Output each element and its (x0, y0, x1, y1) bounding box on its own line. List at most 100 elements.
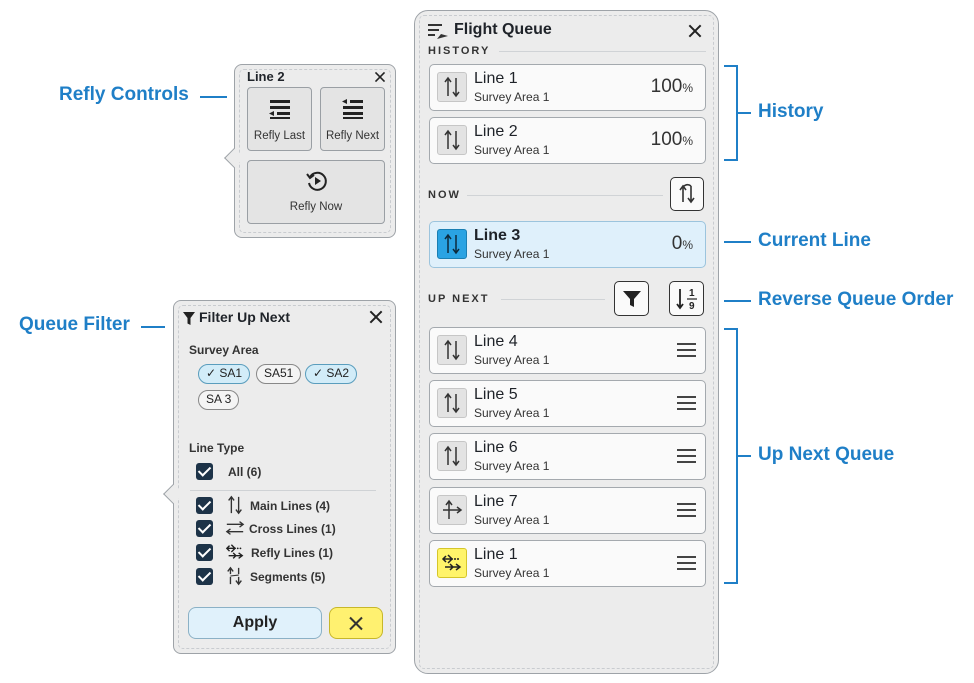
survey-area-label: Survey Area (189, 343, 259, 357)
callout-leader (200, 96, 227, 98)
filter-panel-title: Filter Up Next (199, 309, 291, 325)
drag-handle-icon[interactable] (677, 449, 696, 463)
cancel-button[interactable] (329, 607, 383, 639)
close-icon[interactable] (367, 308, 385, 326)
chip-sa2[interactable]: ✓ SA2 (305, 364, 358, 384)
row-subtitle: Survey Area 1 (474, 353, 550, 367)
svg-text:9: 9 (689, 301, 695, 312)
main-line-icon (437, 441, 467, 471)
refly-now-button[interactable]: Refly Now (247, 160, 385, 224)
callout-leader (738, 455, 751, 457)
callout-queue-filter: Queue Filter (19, 314, 130, 335)
main-line-icon (437, 335, 467, 365)
history-row[interactable]: Line 1 Survey Area 1 100% (429, 64, 706, 111)
up-next-row[interactable]: Line 5 Survey Area 1 (429, 380, 706, 427)
popover-pointer (163, 484, 183, 504)
checkbox-segments[interactable] (196, 568, 213, 585)
checkbox-all-label: All (6) (228, 465, 262, 479)
flight-queue-icon (428, 24, 448, 39)
up-next-bracket (724, 328, 738, 584)
row-subtitle: Survey Area 1 (474, 90, 550, 104)
refly-last-button[interactable]: Refly Last (247, 87, 312, 151)
flight-queue-panel: Flight Queue HISTORY Line 1 Survey Area … (414, 10, 719, 674)
up-next-row[interactable]: Line 6 Survey Area 1 (429, 433, 706, 480)
history-bracket (724, 65, 738, 161)
callout-leader (738, 112, 751, 114)
filter-icon (622, 290, 641, 307)
refly-last-icon (269, 100, 290, 119)
chip-sa3[interactable]: SA 3 (198, 390, 240, 410)
chip-sa1[interactable]: ✓ SA1 (198, 364, 251, 384)
section-now: NOW (428, 189, 461, 201)
main-line-icon (437, 388, 467, 418)
refly-next-label: Refly Next (325, 130, 380, 142)
chip-sa51[interactable]: SA51 (256, 364, 302, 384)
main-line-icon (437, 229, 467, 259)
cross-line-icon (225, 521, 245, 535)
reverse-direction-button[interactable] (670, 177, 704, 211)
reverse-direction-icon (679, 183, 695, 204)
reverse-queue-order-button[interactable]: 1 9 (669, 281, 704, 316)
svg-text:1: 1 (689, 288, 695, 299)
row-title: Line 3 (474, 227, 521, 244)
callout-up-next-queue: Up Next Queue (758, 444, 895, 465)
checkbox-main-lines[interactable] (196, 497, 213, 514)
row-title: Line 2 (474, 123, 518, 140)
refly-line-icon (225, 544, 244, 559)
filter-button[interactable] (614, 281, 649, 316)
refly-next-button[interactable]: Refly Next (320, 87, 385, 151)
row-title: Line 4 (474, 333, 518, 350)
row-title: Line 1 (474, 70, 518, 87)
apply-button[interactable]: Apply (188, 607, 322, 639)
current-line-row[interactable]: Line 3 Survey Area 1 0% (429, 221, 706, 268)
line-type-label: Line Type (189, 441, 245, 455)
row-subtitle: Survey Area 1 (474, 247, 550, 261)
callout-reverse-queue-order: Reverse Queue Order (758, 289, 954, 310)
drag-handle-icon[interactable] (677, 503, 696, 517)
refly-line-icon (437, 548, 467, 578)
row-title: Line 1 (474, 546, 518, 563)
refly-last-label: Refly Last (253, 130, 306, 142)
divider (467, 195, 663, 196)
refly-now-label: Refly Now (289, 201, 343, 213)
refly-controls-panel: Line 2 Refly Last Refly Next Refly Now (224, 64, 396, 238)
drag-handle-icon[interactable] (677, 343, 696, 357)
checkbox-cross-lines[interactable] (196, 520, 213, 537)
main-line-icon (437, 125, 467, 155)
segments-label: Segments (5) (250, 570, 326, 584)
refly-panel-title: Line 2 (247, 69, 285, 84)
checkbox-all[interactable] (196, 463, 213, 480)
cross-lines-label: Cross Lines (1) (249, 522, 336, 536)
callout-history: History (758, 101, 824, 122)
progress-percent: 0% (671, 233, 693, 254)
cross-line-icon (437, 495, 467, 525)
close-icon[interactable] (373, 70, 387, 84)
section-history: HISTORY (428, 45, 491, 57)
close-icon[interactable] (686, 22, 704, 40)
drag-handle-icon[interactable] (677, 396, 696, 410)
checkbox-refly-lines[interactable] (196, 544, 213, 561)
main-line-icon (437, 72, 467, 102)
callout-leader (141, 326, 165, 328)
callout-current-line: Current Line (758, 230, 871, 251)
drag-handle-icon[interactable] (677, 556, 696, 570)
progress-percent: 100% (650, 129, 693, 150)
history-row[interactable]: Line 2 Survey Area 1 100% (429, 117, 706, 164)
row-subtitle: Survey Area 1 (474, 459, 550, 473)
row-subtitle: Survey Area 1 (474, 143, 550, 157)
up-next-row[interactable]: Line 7 Survey Area 1 (429, 487, 706, 534)
sort-order-icon: 1 9 (675, 288, 697, 312)
divider (190, 490, 376, 491)
refly-next-icon (342, 99, 363, 119)
row-title: Line 7 (474, 493, 518, 510)
refly-now-icon (306, 171, 327, 191)
flight-queue-title: Flight Queue (454, 21, 552, 38)
callout-refly-controls: Refly Controls (59, 84, 189, 105)
callout-leader (724, 241, 751, 243)
section-up-next: UP NEXT (428, 293, 490, 305)
up-next-row[interactable]: Line 1 Survey Area 1 (429, 540, 706, 587)
divider (499, 51, 706, 52)
progress-percent: 100% (650, 76, 693, 97)
up-next-row[interactable]: Line 4 Survey Area 1 (429, 327, 706, 374)
refly-lines-label: Refly Lines (1) (251, 546, 334, 560)
